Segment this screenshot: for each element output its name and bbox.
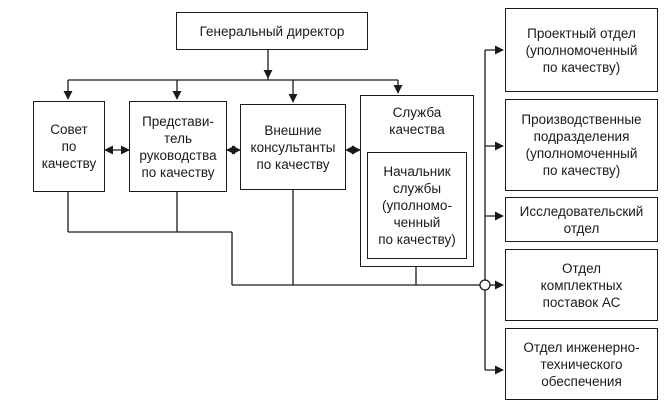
quality-service-label: Служба качества xyxy=(389,105,445,137)
management-representative-box: Представи- тель руководства по качеству xyxy=(129,101,227,192)
general-director-box: Генеральный директор xyxy=(176,12,368,50)
design-department-box: Проектный отдел (уполномоченный по качес… xyxy=(505,8,658,92)
research-department-box: Исследовательский отдел xyxy=(505,197,658,242)
production-units-box: Производственные подразделения (уполномо… xyxy=(505,99,658,191)
external-consultants-box: Внешние консультанты по качеству xyxy=(240,104,346,190)
supply-department-box: Отдел комплектных поставок АС xyxy=(505,249,658,321)
quality-council-box: Совет по качеству xyxy=(33,101,105,192)
engineering-department-box: Отдел инженерно- технического обеспечени… xyxy=(505,328,658,400)
service-head-box: Начальник службы (уполномо- ченный по ка… xyxy=(367,152,467,259)
